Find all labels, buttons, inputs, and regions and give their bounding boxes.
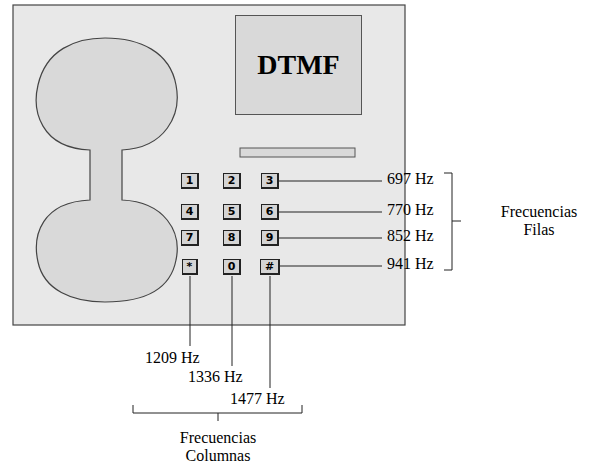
keypad-key: 3 — [261, 173, 279, 189]
group-label: Frecuencias Filas — [487, 203, 591, 240]
row-frequency: 697 Hz — [387, 170, 434, 188]
card-slot — [240, 148, 355, 157]
key-label: 3 — [266, 175, 274, 186]
column-frequency: 1477 Hz — [230, 390, 285, 408]
key-label: 4 — [186, 206, 194, 217]
row-frequency: 770 Hz — [387, 201, 434, 219]
column-frequency: 1336 Hz — [188, 368, 243, 386]
key-label: 2 — [228, 175, 236, 186]
handset — [36, 38, 177, 302]
keypad-key: # — [260, 259, 280, 275]
row-line — [279, 212, 382, 213]
display-text: DTMF — [257, 50, 339, 81]
column-line — [190, 276, 191, 346]
keypad-key: 5 — [223, 204, 241, 220]
keypad-key: 6 — [261, 204, 279, 220]
group-label: Frecuencias Columnas — [158, 429, 278, 466]
row-frequency: 941 Hz — [387, 255, 434, 273]
key-label: 0 — [228, 261, 236, 272]
row-bracket — [444, 173, 461, 270]
keypad-key: 9 — [261, 230, 279, 246]
keypad-key: 2 — [223, 173, 241, 189]
display-screen: DTMF — [235, 15, 362, 115]
phone-body — [13, 5, 405, 325]
keypad-key: 1 — [181, 173, 199, 189]
key-label: 6 — [266, 206, 274, 217]
key-label: * — [187, 261, 193, 272]
column-bracket — [133, 405, 302, 421]
keypad-key: 8 — [223, 230, 241, 246]
keypad-key: 4 — [181, 204, 199, 220]
column-line — [232, 276, 233, 366]
brackets — [133, 173, 461, 421]
key-label: 5 — [228, 206, 236, 217]
key-label: 7 — [186, 232, 194, 243]
key-label: 1 — [186, 175, 194, 186]
row-line — [279, 266, 382, 267]
keypad-key: 7 — [181, 230, 199, 246]
column-line — [270, 276, 271, 388]
key-label: # — [265, 261, 274, 272]
keypad-key: * — [182, 259, 198, 275]
row-frequency: 852 Hz — [387, 227, 434, 245]
column-frequency: 1209 Hz — [145, 349, 200, 367]
row-line — [279, 181, 382, 182]
row-line — [279, 238, 382, 239]
frequency-leader-lines — [190, 181, 382, 388]
key-label: 8 — [228, 232, 236, 243]
key-label: 9 — [266, 232, 274, 243]
keypad-key: 0 — [223, 259, 241, 275]
